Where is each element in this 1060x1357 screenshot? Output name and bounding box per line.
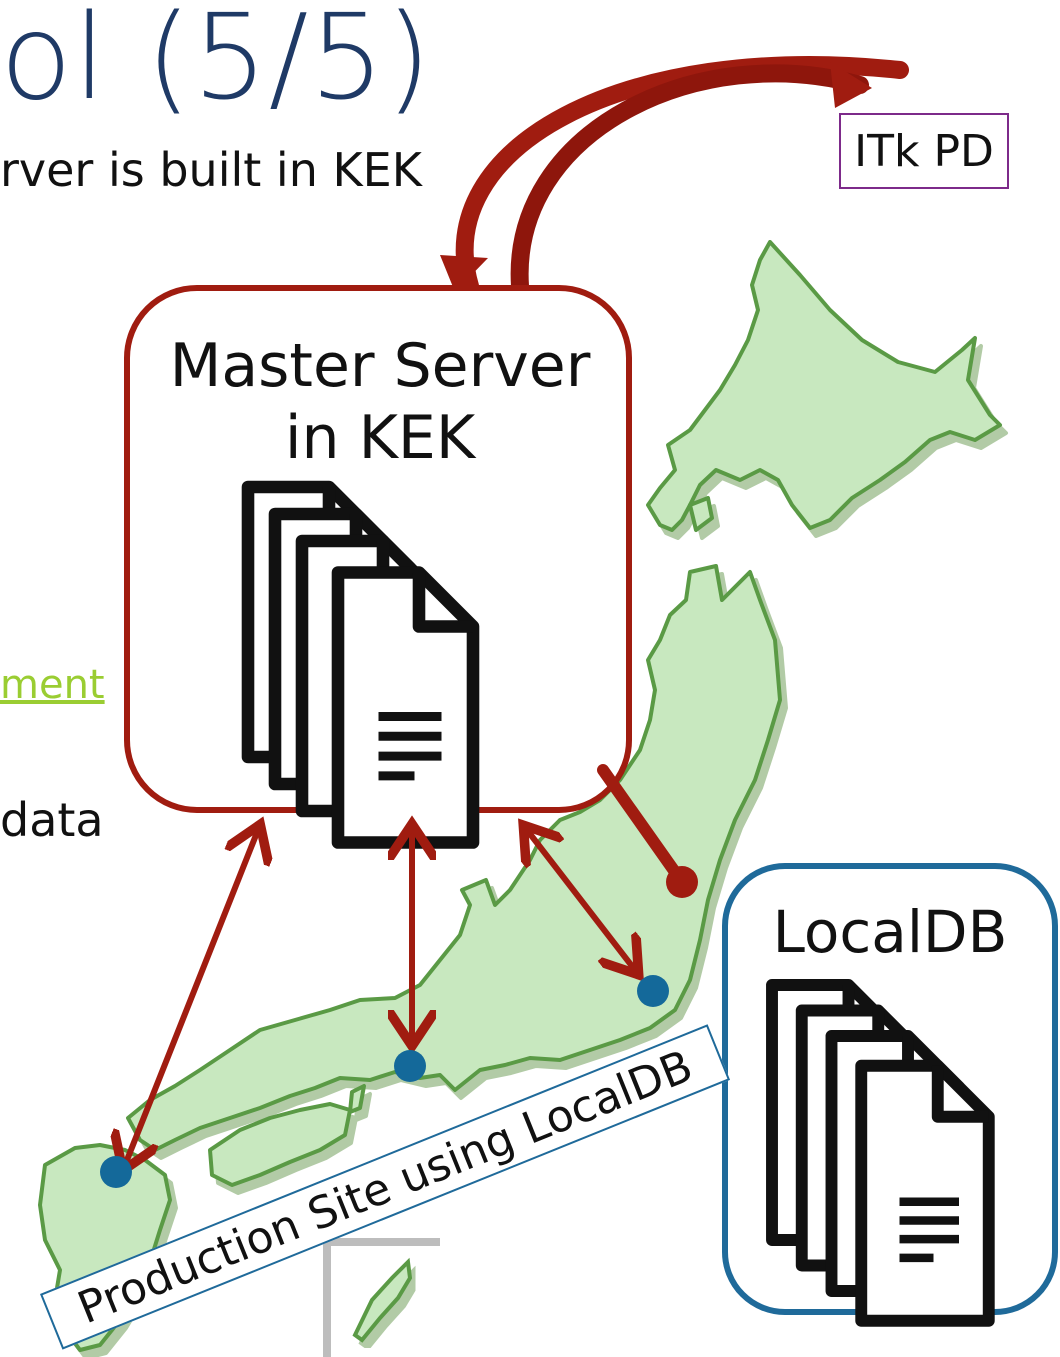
- master-server-title: Master Server: [169, 331, 591, 401]
- itk-pd-box: ITk PD: [839, 113, 1009, 189]
- site-dot-central: [394, 1050, 426, 1082]
- document-link[interactable]: ment: [0, 662, 105, 708]
- okinawa-inset: [323, 1238, 440, 1357]
- hokkaido-island: [646, 240, 1002, 532]
- localdb-label: LocalDB: [772, 898, 1008, 966]
- awaji-island: [348, 1084, 366, 1114]
- slide-title: ol (5/5): [0, 0, 433, 126]
- site-dot-kyushu: [100, 1156, 132, 1188]
- bullet-master-server: rver is built in KEK: [0, 143, 422, 197]
- site-dot-east: [637, 975, 669, 1007]
- master-server-documents-icon: [248, 487, 473, 843]
- localdb-documents-icon: [772, 985, 989, 1321]
- arrow-site-east: [527, 830, 635, 970]
- master-server-location: in KEK: [284, 403, 476, 473]
- itk-sync-arrows: [440, 56, 909, 295]
- master-server-label: Master Server in KEK: [130, 330, 630, 474]
- kek-location-pin: [597, 764, 698, 898]
- site-connection-arrows: [125, 830, 635, 1165]
- sado-island: [688, 496, 714, 532]
- arrow-site-kyushu: [125, 830, 258, 1165]
- bullet-data: data: [0, 793, 104, 847]
